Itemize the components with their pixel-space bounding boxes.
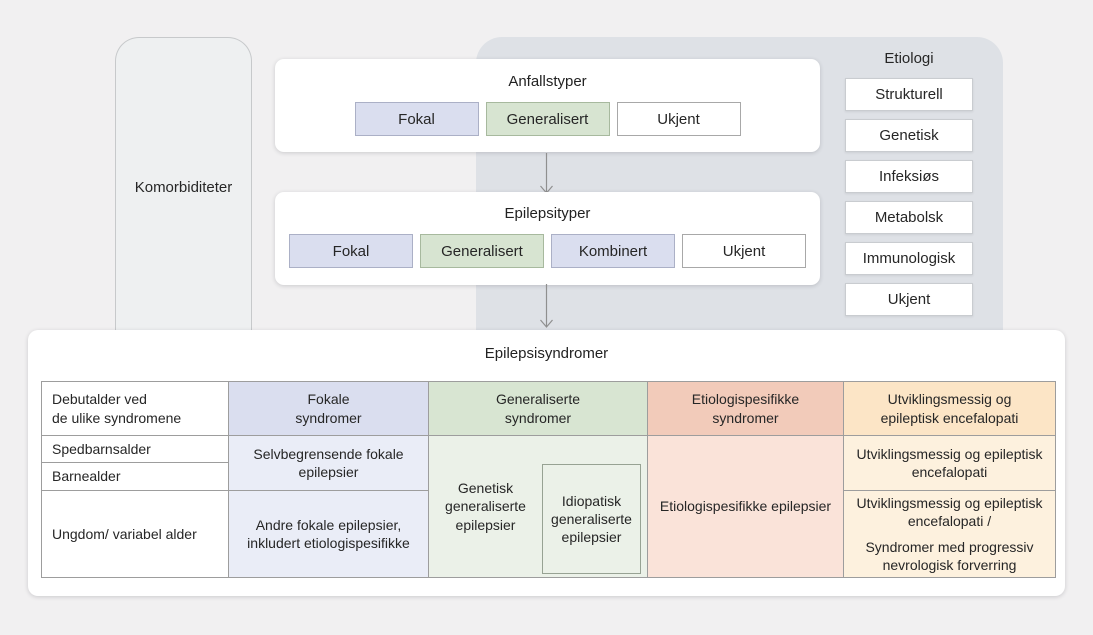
header-line: syndromer <box>504 409 572 426</box>
epilepsy-types-card: Epilepsityper Fokal Generalisert Kombine… <box>275 192 820 285</box>
epilepsy-syndromes-card: Epilepsisyndromer Debutalder ved de ulik… <box>28 330 1065 596</box>
header-line: Generaliserte <box>495 391 581 408</box>
epilepsy-types-title: Epilepsityper <box>504 205 591 222</box>
header-fokale: Fokale syndromer <box>229 382 428 435</box>
epilepsy-type-kombinert: Kombinert <box>551 234 675 268</box>
etiology-immunologisk: Immunologisk <box>845 242 973 275</box>
cell-genetisk-generaliserte: Genetisk generaliserte epilepsier <box>445 480 526 533</box>
etiology-ukjent: Ukjent <box>845 283 973 316</box>
row-spedbarnsalder: Spedbarnsalder <box>42 436 228 462</box>
header-utviklingsmessig: Utviklingsmessig og epileptisk encefalop… <box>844 382 1055 435</box>
etiology-column: Etiologi Strukturell Genetisk Infeksiøs … <box>845 50 973 324</box>
header-line: Utviklingsmessig og <box>887 391 1012 408</box>
epilepsy-type-fokal: Fokal <box>289 234 413 268</box>
etiology-metabolsk: Metabolsk <box>845 201 973 234</box>
comorbidities-label: Komorbiditeter <box>134 179 233 196</box>
epilepsy-types-buttons: Fokal Generalisert Kombinert Ukjent <box>275 234 820 268</box>
seizure-types-card: Anfallstyper Fokal Generalisert Ukjent <box>275 59 820 152</box>
cell-idiopatisk-generaliserte: Idiopatisk generaliserte epilepsier <box>542 464 641 574</box>
cell-utviklingsmessig-bottom: Utviklingsmessig og epileptisk encefalop… <box>844 491 1055 577</box>
header-line: Fokale <box>307 391 350 408</box>
header-line: syndromer <box>712 409 779 426</box>
syndromes-table: Debutalder ved de ulike syndromene Fokal… <box>41 381 1056 578</box>
seizure-types-buttons: Fokal Generalisert Ukjent <box>275 102 820 136</box>
comorbidities-pill: Komorbiditeter <box>115 37 252 337</box>
header-line: epileptisk encefalopati <box>880 409 1019 426</box>
seizure-type-generalisert: Generalisert <box>485 102 610 136</box>
row-barnealder: Barnealder <box>42 463 228 490</box>
cell-etiologispesifikke-epilepsier: Etiologispesifikke epilepsier <box>648 436 843 577</box>
header-line: Debutalder ved <box>52 391 147 408</box>
header-line: de ulike syndromene <box>52 409 182 426</box>
etiology-infeksios: Infeksiøs <box>845 160 973 193</box>
etiology-strukturell: Strukturell <box>845 78 973 111</box>
etiology-genetisk: Genetisk <box>845 119 973 152</box>
down-arrow-icon <box>540 153 553 194</box>
seizure-type-ukjent: Ukjent <box>616 102 741 136</box>
header-line: syndromer <box>295 409 362 426</box>
epilepsy-type-generalisert: Generalisert <box>420 234 544 268</box>
header-debutalder: Debutalder ved de ulike syndromene <box>42 382 228 435</box>
epilepsy-syndromes-title: Epilepsisyndromer <box>484 345 609 362</box>
seizure-type-fokal: Fokal <box>354 102 479 136</box>
epilepsy-type-ukjent: Ukjent <box>682 234 806 268</box>
cell-selvbegrensende-fokale: Selvbegrensende fokale epilepsier <box>229 436 428 490</box>
down-arrow-icon <box>540 284 553 328</box>
cell-andre-fokale: Andre fokale epilepsier, inkludert etiol… <box>229 491 428 577</box>
etiology-title: Etiologi <box>884 50 934 67</box>
header-line: Etiologispesifikke <box>691 391 800 408</box>
row-ungdom: Ungdom/ variabel alder <box>42 491 228 577</box>
header-etiologispesifikke: Etiologispesifikke syndromer <box>648 382 843 435</box>
cell-utviklingsmessig-top: Utviklingsmessig og epileptisk encefalop… <box>844 436 1055 490</box>
header-generaliserte: Generaliserte syndromer <box>429 382 647 435</box>
cell-paragraph: Syndromer med progressiv nevrologisk for… <box>865 539 1034 574</box>
seizure-types-title: Anfallstyper <box>508 73 587 90</box>
cell-paragraph: Utviklingsmessig og epileptisk encefalop… <box>856 494 1043 529</box>
cell-generaliserte: Genetisk generaliserte epilepsier Idiopa… <box>429 436 647 577</box>
